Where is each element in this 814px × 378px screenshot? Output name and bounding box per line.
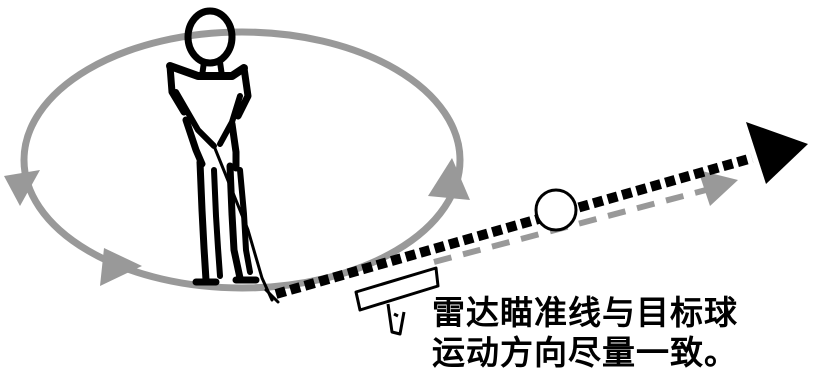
ball-icon bbox=[534, 188, 578, 232]
caption-line-1: 雷达瞄准线与目标球 bbox=[432, 293, 738, 332]
ball-direction-arrow-icon bbox=[433, 170, 738, 265]
radar-gun-icon bbox=[354, 266, 440, 336]
aiming-line-arrow-icon bbox=[274, 122, 808, 299]
swing-orbit-icon bbox=[4, 28, 470, 292]
golfer-figure-icon bbox=[166, 7, 280, 304]
caption-line-2: 运动方向尽量一致。 bbox=[432, 333, 738, 372]
